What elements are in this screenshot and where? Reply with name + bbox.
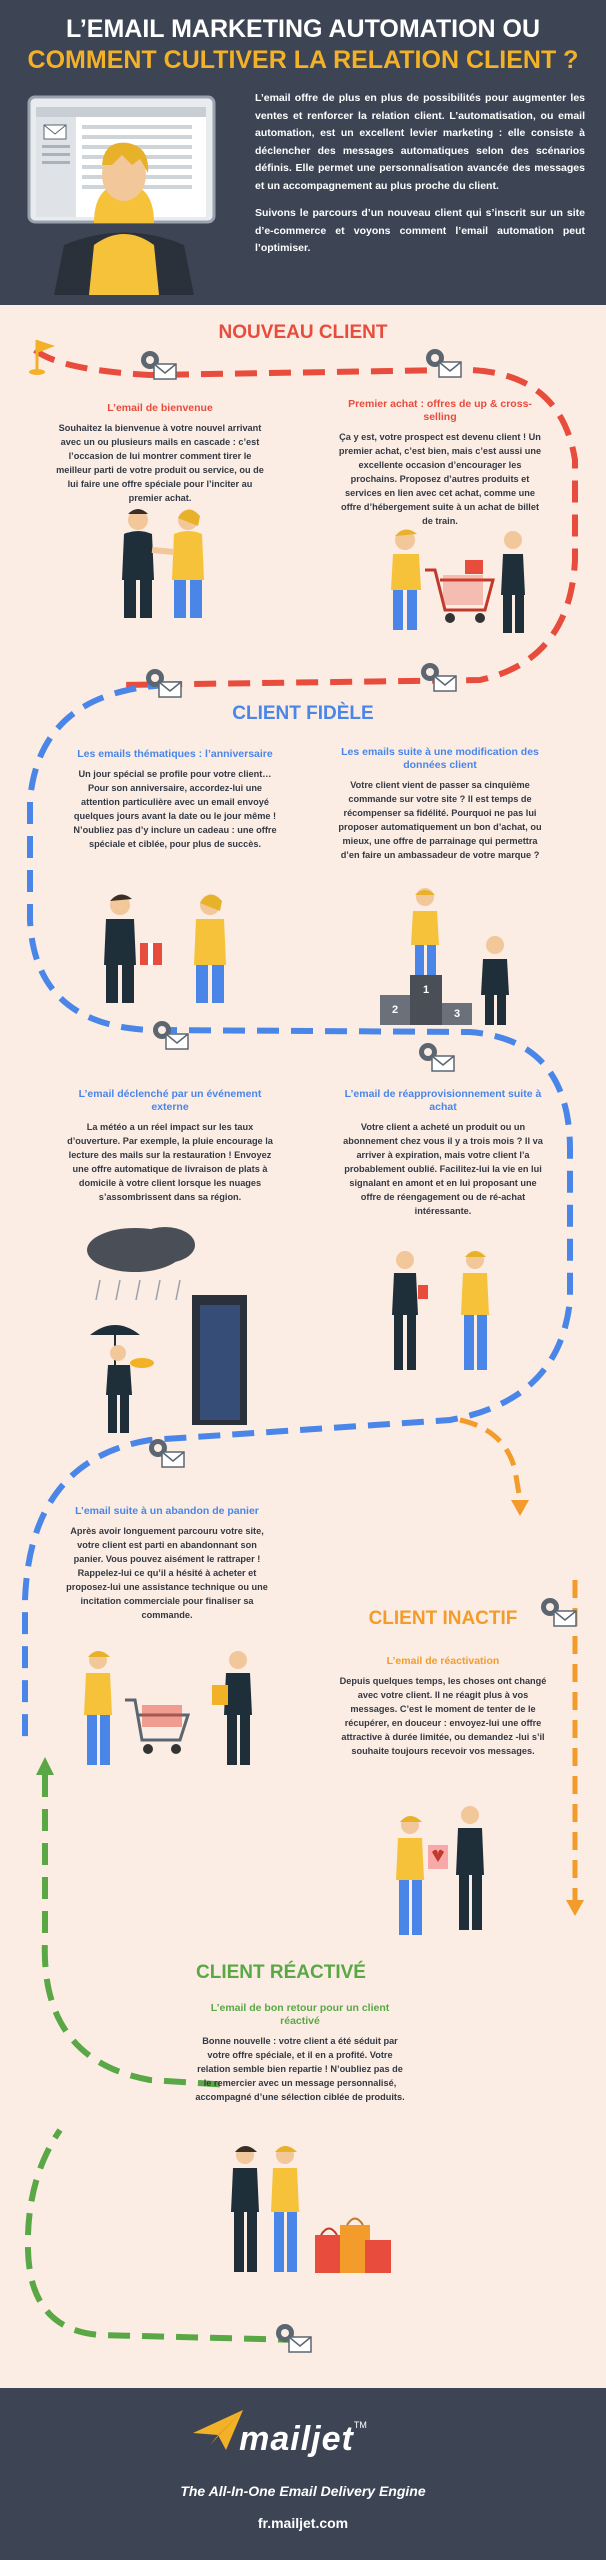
section-title-fidele: CLIENT FIDÈLE [232, 703, 374, 724]
card-text: Bonne nouvelle : votre client a été sédu… [195, 2036, 405, 2102]
gear-envelope-icon [149, 1439, 185, 1468]
card-abandon: L’email suite à un abandon de panier Apr… [62, 1505, 272, 1622]
card-thematiques: Les emails thématiques : l’anniversaire … [70, 748, 280, 851]
card-title: Premier achat : offres de up & cross-sel… [348, 398, 532, 423]
journey-path [22, 340, 584, 2353]
podium-third: 3 [454, 1008, 460, 1020]
header: L’EMAIL MARKETING AUTOMATION OU COMMENT … [0, 0, 606, 305]
card-retour: L’email de bon retour pour un client réa… [195, 2002, 405, 2104]
rain-delivery-illustration [87, 1227, 247, 1433]
podium-second: 2 [392, 1004, 398, 1016]
orange-arrow-2 [566, 1900, 584, 1916]
orange-arrow-1 [511, 1500, 529, 1516]
laptop-illustration [27, 95, 216, 295]
gift-illustration [104, 894, 226, 1003]
intro-paragraph-1: L’email offre de plus en plus de possibi… [255, 92, 585, 192]
welcome-back-illustration [231, 2146, 391, 2273]
card-text: Depuis quelques temps, les choses ont ch… [339, 1676, 547, 1756]
brand-tm: TM [353, 2420, 367, 2430]
card-bienvenue: L’email de bienvenue Souhaitez la bienve… [55, 402, 265, 505]
title-line-1: L’EMAIL MARKETING AUTOMATION OU [65, 15, 541, 43]
shopping-cart-illustration [391, 529, 525, 633]
card-text: Souhaitez la bienvenue à votre nouvel ar… [56, 423, 264, 503]
card-text: Votre client a acheté un produit ou un a… [343, 1122, 543, 1216]
card-premier-achat: Premier achat : offres de up & cross-sel… [335, 398, 545, 528]
card-text: La météo a un réel impact sur les taux d… [67, 1122, 273, 1202]
card-title: L’email de bon retour pour un client réa… [210, 2002, 390, 2027]
gear-envelope-icon [419, 1043, 455, 1072]
brand-name: mailjet [239, 2420, 354, 2458]
card-reactivation: L’email de réactivation Depuis quelques … [338, 1655, 548, 1758]
reappro-illustration [392, 1251, 489, 1370]
mailjet-logo [193, 2410, 243, 2450]
card-title: L’email déclenché par un événement exter… [78, 1088, 262, 1113]
reactivation-illustration [396, 1806, 484, 1935]
gear-envelope-icon [276, 2324, 312, 2353]
green-path-2 [24, 2128, 301, 2343]
intro-text: L’email offre de plus en plus de possibi… [255, 90, 585, 268]
blue-path [22, 682, 573, 1740]
card-reappro: L’email de réapprovisionnement suite à a… [338, 1088, 548, 1218]
intro-paragraph-2: Suivons le parcours d’un nouveau client … [255, 207, 585, 254]
card-evenement: L’email déclenché par un événement exter… [65, 1088, 275, 1204]
green-arrow [36, 1757, 54, 1775]
handshake-illustration [122, 509, 204, 618]
brand-tagline: The All-In-One Email Delivery Engine [180, 2483, 426, 2499]
card-title: L’email de bienvenue [107, 402, 213, 414]
orange-path-1 [459, 1417, 523, 1501]
brand-logo: mailjetTM [0, 2420, 606, 2459]
card-modification: Les emails suite à une modification des … [335, 746, 545, 862]
card-title: L’email de réapprovisionnement suite à a… [344, 1088, 542, 1113]
page-title: L’EMAIL MARKETING AUTOMATION OU COMMENT … [0, 14, 606, 76]
abandoned-cart-illustration [84, 1651, 252, 1765]
card-title: Les emails thématiques : l’anniversaire [77, 748, 273, 760]
section-title-reactive: CLIENT RÉACTIVÉ [196, 1962, 366, 1983]
gear-envelope-icon [426, 349, 462, 378]
card-text: Ça y est, votre prospect est devenu clie… [338, 432, 542, 526]
card-title: L’email suite à un abandon de panier [75, 1505, 259, 1517]
footer [0, 2388, 606, 2560]
gear-envelope-icon [141, 351, 177, 380]
gear-envelope-icon [153, 1021, 189, 1050]
brand-url-link[interactable]: fr.mailjet.com [257, 2515, 349, 2531]
podium-first: 1 [423, 984, 429, 996]
card-text: Votre client vient de passer sa cinquièm… [338, 780, 542, 860]
gear-envelope-icon [541, 1598, 577, 1627]
card-title: L’email de réactivation [386, 1655, 500, 1667]
card-title: Les emails suite à une modification des … [341, 746, 539, 771]
title-line-2: COMMENT CULTIVER LA RELATION CLIENT ? [27, 46, 579, 74]
section-title-inactif: CLIENT INACTIF [368, 1608, 518, 1629]
gear-envelope-icon [421, 663, 457, 692]
flag-icon [29, 340, 55, 375]
card-text: Un jour spécial se profile pour votre cl… [73, 769, 277, 849]
card-text: Après avoir longuement parcouru votre si… [66, 1526, 268, 1620]
podium-illustration: 1 2 3 [380, 888, 509, 1025]
section-title-nouveau: NOUVEAU CLIENT [218, 322, 388, 343]
red-path [33, 347, 578, 688]
green-path-1 [41, 1775, 231, 2088]
gear-envelope-icon [146, 669, 182, 698]
